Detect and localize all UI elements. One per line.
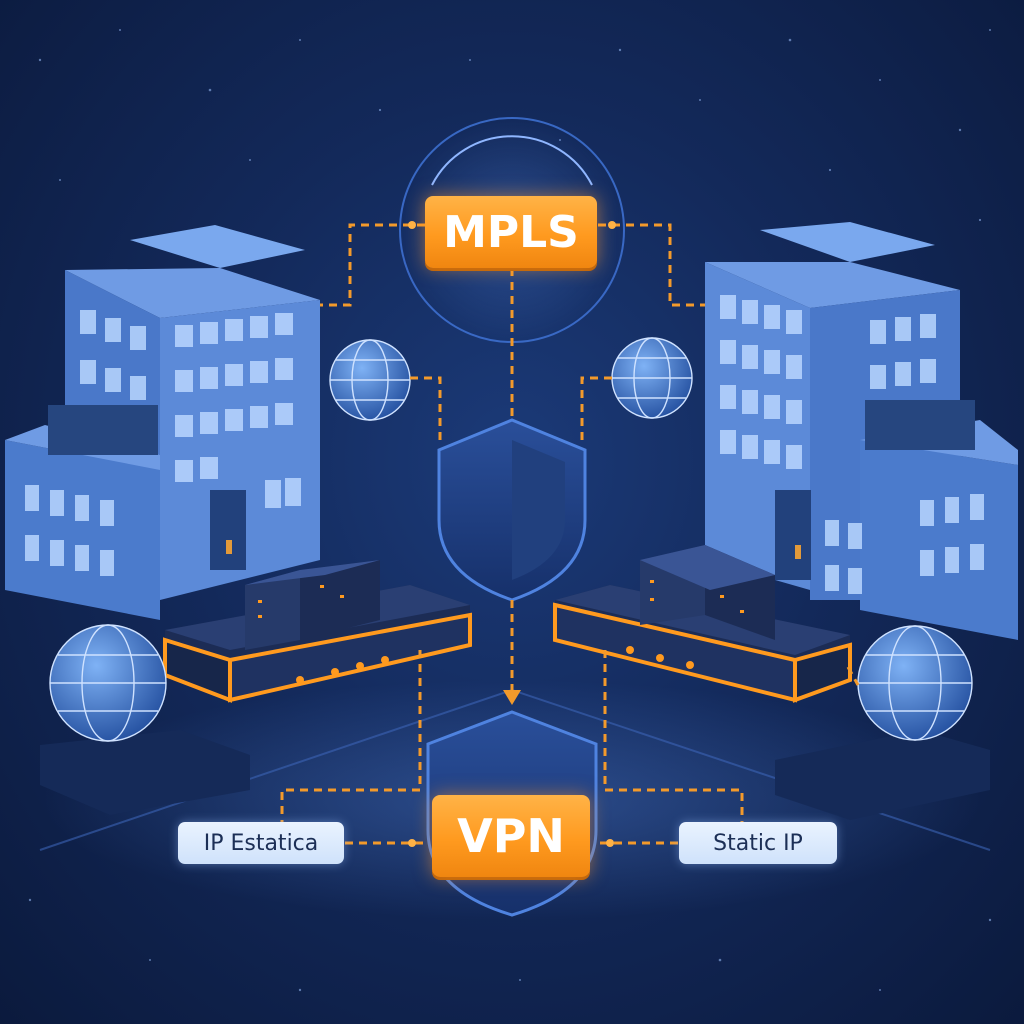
globe-icon [611,337,693,419]
mpls-label: MPLS [425,196,597,268]
globe-icon [329,339,411,421]
arrow-head-icon [503,690,521,705]
left-building-icon [5,225,320,620]
right-router-icon [553,585,852,703]
right-server-rack-icon [640,545,775,640]
left-ip-text: IP Estatica [203,830,319,856]
mpls-text: MPLS [443,206,579,258]
connector-dots [408,221,616,847]
right-ip-text: Static IP [713,830,803,856]
left-ip-label: IP Estatica [178,822,344,864]
right-ip-label: Static IP [679,822,837,864]
vpn-text: VPN [457,809,565,863]
connector-lines [280,223,860,845]
shield-icon [437,418,587,602]
globe-icon [775,625,990,820]
right-building-icon [705,222,1018,640]
starfield [28,29,992,992]
vpn-label: VPN [432,795,590,877]
left-router-icon [163,585,472,703]
globe-icon [40,624,250,815]
left-server-rack-icon [245,560,380,650]
